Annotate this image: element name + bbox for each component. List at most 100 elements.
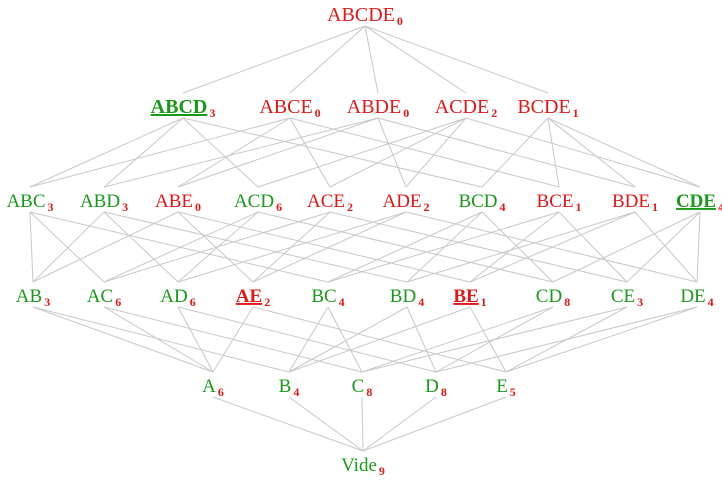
lattice-edge [177, 211, 471, 283]
lattice-edge [257, 117, 467, 188]
support-count: 4 [339, 295, 345, 309]
lattice-edge [362, 396, 507, 452]
itemset-name: E [496, 376, 508, 397]
itemset-name: D [425, 376, 439, 397]
support-count: 0 [397, 14, 403, 28]
lattice-edge [182, 25, 366, 94]
itemset-name: ABE [155, 191, 193, 212]
lattice-edge [103, 211, 331, 283]
lattice-edges [29, 25, 701, 452]
lattice-edge [103, 306, 214, 373]
lattice-edge [29, 211, 329, 283]
lattice-edge [288, 396, 364, 452]
lattice-edge [558, 211, 628, 283]
support-count: 1 [652, 200, 658, 214]
lattice-edge [29, 117, 184, 188]
itemset-name: ABCE [259, 96, 312, 118]
lattice-edge [177, 117, 379, 188]
itemset-name: C [352, 376, 365, 397]
itemset-name: A [202, 376, 216, 397]
lattice-edge [481, 211, 554, 283]
lattice-edge [406, 306, 437, 373]
support-count: 4 [708, 295, 714, 309]
lattice-edge [182, 117, 259, 188]
lattice-edge [465, 117, 701, 188]
itemset-name: ABCDE [327, 4, 395, 26]
support-count: 3 [637, 295, 643, 309]
itemset-name: DE [680, 286, 705, 307]
lattice-edge [289, 25, 366, 94]
lattice-edge [288, 306, 471, 373]
support-count: 4 [718, 200, 722, 214]
lattice-edge [288, 306, 408, 373]
lattice-edge [547, 117, 560, 188]
itemset-name: ADE [382, 191, 421, 212]
lattice-edge [289, 117, 331, 188]
lattice-edge [327, 211, 560, 283]
lattice-edge [252, 211, 407, 283]
lattice-edge [469, 306, 507, 373]
lattice-edge [547, 117, 636, 188]
lattice-edge [361, 306, 628, 373]
itemset-name: ABD [80, 191, 120, 212]
lattice-edge [32, 211, 105, 283]
lattice-edge [103, 211, 259, 283]
support-count: 1 [481, 295, 487, 309]
lattice-edge [329, 117, 467, 188]
support-count: 3 [122, 200, 128, 214]
itemset-name: BD [390, 286, 416, 307]
itemset-name: AB [16, 286, 42, 307]
support-count: 6 [276, 200, 282, 214]
lattice-edge [288, 306, 329, 373]
itemset-name: CE [611, 286, 635, 307]
lattice-edge [505, 306, 698, 373]
support-count: 8 [441, 385, 447, 399]
support-count: 3 [44, 295, 50, 309]
lattice-edge [103, 117, 184, 188]
support-count: 1 [575, 200, 581, 214]
itemset-name: BE [453, 286, 478, 307]
itemset-name: AD [160, 286, 187, 307]
lattice-edge [177, 117, 291, 188]
lattice-edge [547, 117, 701, 188]
support-count: 2 [424, 200, 430, 214]
itemset-name: AE [236, 286, 262, 307]
lattice-edge [364, 25, 467, 94]
support-count: 2 [491, 106, 497, 120]
lattice-edge [469, 211, 560, 283]
support-count: 8 [564, 295, 570, 309]
support-count: 2 [347, 200, 353, 214]
lattice-edge [362, 396, 437, 452]
